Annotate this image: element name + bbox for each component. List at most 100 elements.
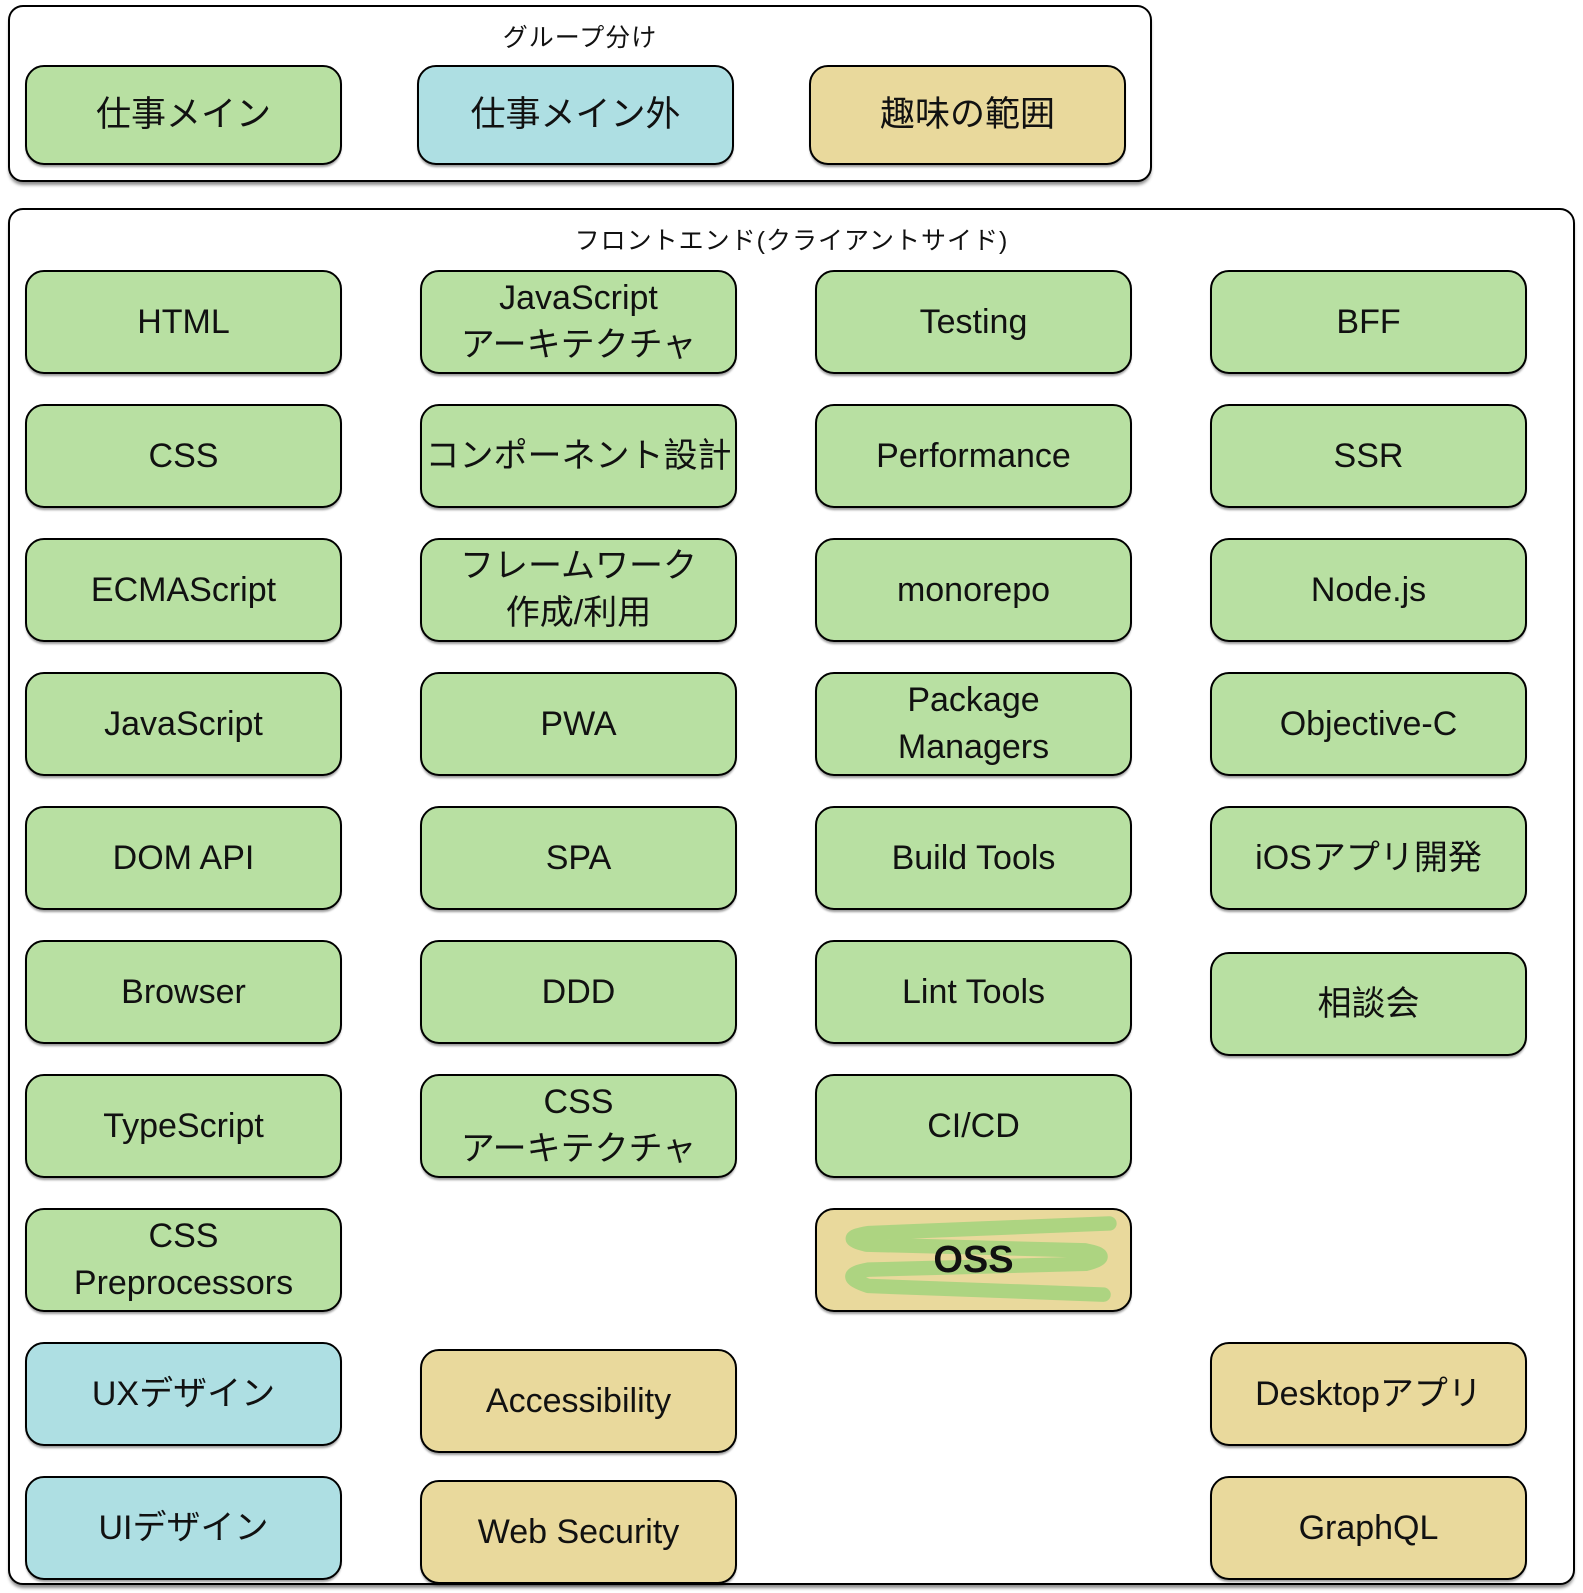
box-ci-cd: CI/CD — [815, 1074, 1132, 1178]
legend-row: 仕事メイン 仕事メイン外 趣味の範囲 — [25, 65, 1150, 165]
box-label: TypeScript — [103, 1106, 264, 1145]
cell-performance: Performance — [815, 404, 1132, 508]
box-nodejs: Node.js — [1210, 538, 1527, 642]
box-objective-c: Objective-C — [1210, 672, 1527, 776]
box-label: SSR — [1333, 436, 1404, 475]
box-html: HTML — [25, 270, 342, 374]
box-label: ECMAScript — [90, 570, 277, 609]
box-label: 趣味の範囲 — [879, 94, 1055, 134]
legend-panel: グループ分け 仕事メイン 仕事メイン外 趣味の範囲 — [8, 5, 1152, 182]
box-label: GraphQL — [1298, 1508, 1439, 1547]
box-label: Node.js — [1310, 570, 1427, 609]
box-label: OSS — [933, 1238, 1014, 1281]
box-graphql: GraphQL — [1210, 1476, 1527, 1580]
cell-typescript: TypeScript — [25, 1074, 342, 1178]
box-dom-api: DOM API — [25, 806, 342, 910]
box-label: 相談会 — [1317, 984, 1420, 1023]
cell-ci-cd: CI/CD — [815, 1074, 1132, 1178]
box-label: BFF — [1336, 302, 1401, 341]
cell-monorepo: monorepo — [815, 538, 1132, 642]
box-ecmascript: ECMAScript — [25, 538, 342, 642]
box-performance: Performance — [815, 404, 1132, 508]
box-label: PWA — [540, 704, 617, 743]
box-spa: SPA — [420, 806, 737, 910]
cell-pwa: PWA — [420, 672, 737, 776]
box-label: DOM API — [112, 838, 255, 877]
cell-spa: SPA — [420, 806, 737, 910]
cell-css: CSS — [25, 404, 342, 508]
box-css: CSS — [25, 404, 342, 508]
box-build-tools: Build Tools — [815, 806, 1132, 910]
cell-lint-tools: Lint Tools — [815, 940, 1132, 1044]
box-label: 仕事メイン — [95, 94, 271, 134]
legend-title: グループ分け — [502, 24, 658, 52]
cell-web-security: Web Security — [420, 1476, 737, 1584]
box-web-security: Web Security — [420, 1480, 737, 1584]
cell-accessibility: Accessibility — [420, 1342, 737, 1453]
cell-component-design: コンポーネント設計 — [420, 404, 737, 508]
box-label: JavaScript — [104, 704, 263, 743]
cell-ssr: SSR — [1210, 404, 1527, 508]
empty-cell — [1210, 1208, 1527, 1312]
box-label: UXデザイン — [91, 1374, 276, 1413]
box-label: Desktopアプリ — [1255, 1374, 1482, 1413]
box-label: Accessibility — [485, 1381, 672, 1420]
cell-testing: Testing — [815, 270, 1132, 374]
frontend-title: フロントエンド(クライアントサイド) — [574, 227, 1009, 255]
box-javascript: JavaScript — [25, 672, 342, 776]
box-label: HTML — [137, 302, 230, 341]
box-label: UIデザイン — [98, 1508, 269, 1547]
cell-ecmascript: ECMAScript — [25, 538, 342, 642]
cell-oss: OSS — [815, 1208, 1132, 1312]
box-monorepo: monorepo — [815, 538, 1132, 642]
box-label: コンポーネント設計 — [425, 436, 732, 475]
box-ios-app-dev: iOSアプリ開発 — [1210, 806, 1527, 910]
cell-bff: BFF — [1210, 270, 1527, 374]
empty-cell — [815, 1342, 1132, 1446]
box-component-design: コンポーネント設計 — [420, 404, 737, 508]
box-work-main: 仕事メイン — [25, 65, 342, 165]
box-label: Browser — [121, 972, 246, 1011]
box-desktop-app: Desktopアプリ — [1210, 1342, 1527, 1446]
cell-browser: Browser — [25, 940, 342, 1044]
box-consultation: 相談会 — [1210, 952, 1527, 1056]
box-label: 仕事メイン外 — [470, 94, 681, 134]
box-browser: Browser — [25, 940, 342, 1044]
box-label: CI/CD — [927, 1106, 1020, 1145]
cell-framework-create-use: フレームワーク作成/利用 — [420, 538, 737, 642]
box-label: フレームワーク作成/利用 — [460, 547, 697, 632]
empty-cell — [1210, 1074, 1527, 1178]
box-label: Performance — [876, 436, 1071, 475]
cell-nodejs: Node.js — [1210, 538, 1527, 642]
box-label: DDD — [541, 972, 616, 1011]
cell-consultation: 相談会 — [1210, 940, 1527, 1056]
box-typescript: TypeScript — [25, 1074, 342, 1178]
box-accessibility: Accessibility — [420, 1349, 737, 1453]
box-label: CSS — [148, 436, 219, 475]
box-label: Lint Tools — [901, 972, 1046, 1011]
cell-javascript: JavaScript — [25, 672, 342, 776]
cell-objective-c: Objective-C — [1210, 672, 1527, 776]
box-label: Web Security — [477, 1512, 680, 1551]
box-label: Build Tools — [891, 838, 1056, 877]
box-hobby-scope: 趣味の範囲 — [809, 65, 1126, 165]
box-lint-tools: Lint Tools — [815, 940, 1132, 1044]
box-label: SPA — [545, 838, 612, 877]
box-label: iOSアプリ開発 — [1255, 838, 1482, 877]
cell-html: HTML — [25, 270, 342, 374]
box-ddd: DDD — [420, 940, 737, 1044]
empty-cell — [815, 1476, 1132, 1580]
